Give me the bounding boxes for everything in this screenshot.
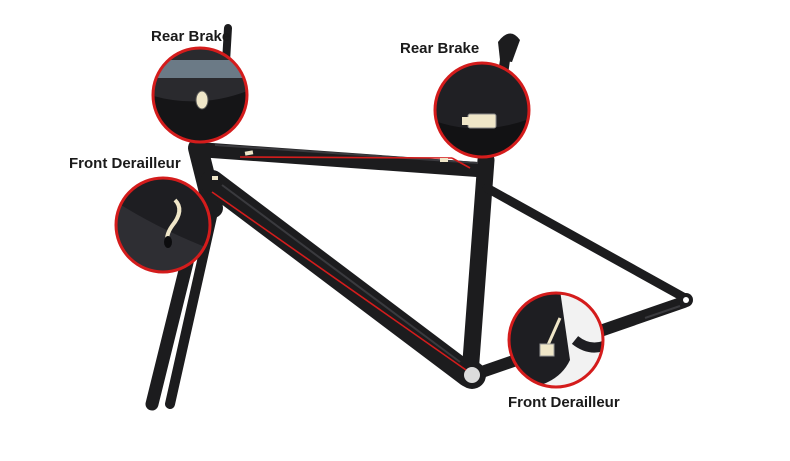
callout-rear-brake-right — [433, 61, 531, 159]
label-front-derailleur-left: Front Derailleur — [69, 155, 181, 172]
seat-clamp — [498, 33, 520, 62]
callout-front-derailleur-right — [507, 291, 605, 389]
label-front-derailleur-right: Front Derailleur — [508, 394, 620, 411]
cable-route — [211, 156, 471, 371]
seat-stay — [482, 183, 690, 303]
callout-front-derailleur-left — [114, 176, 212, 274]
label-rear-brake-right: Rear Brake — [400, 40, 480, 57]
label-rear-brake-left: Rear Brake — [151, 28, 231, 45]
seat-tube — [461, 151, 495, 383]
down-tube — [200, 170, 480, 387]
callout-rear-brake-left — [151, 46, 249, 144]
